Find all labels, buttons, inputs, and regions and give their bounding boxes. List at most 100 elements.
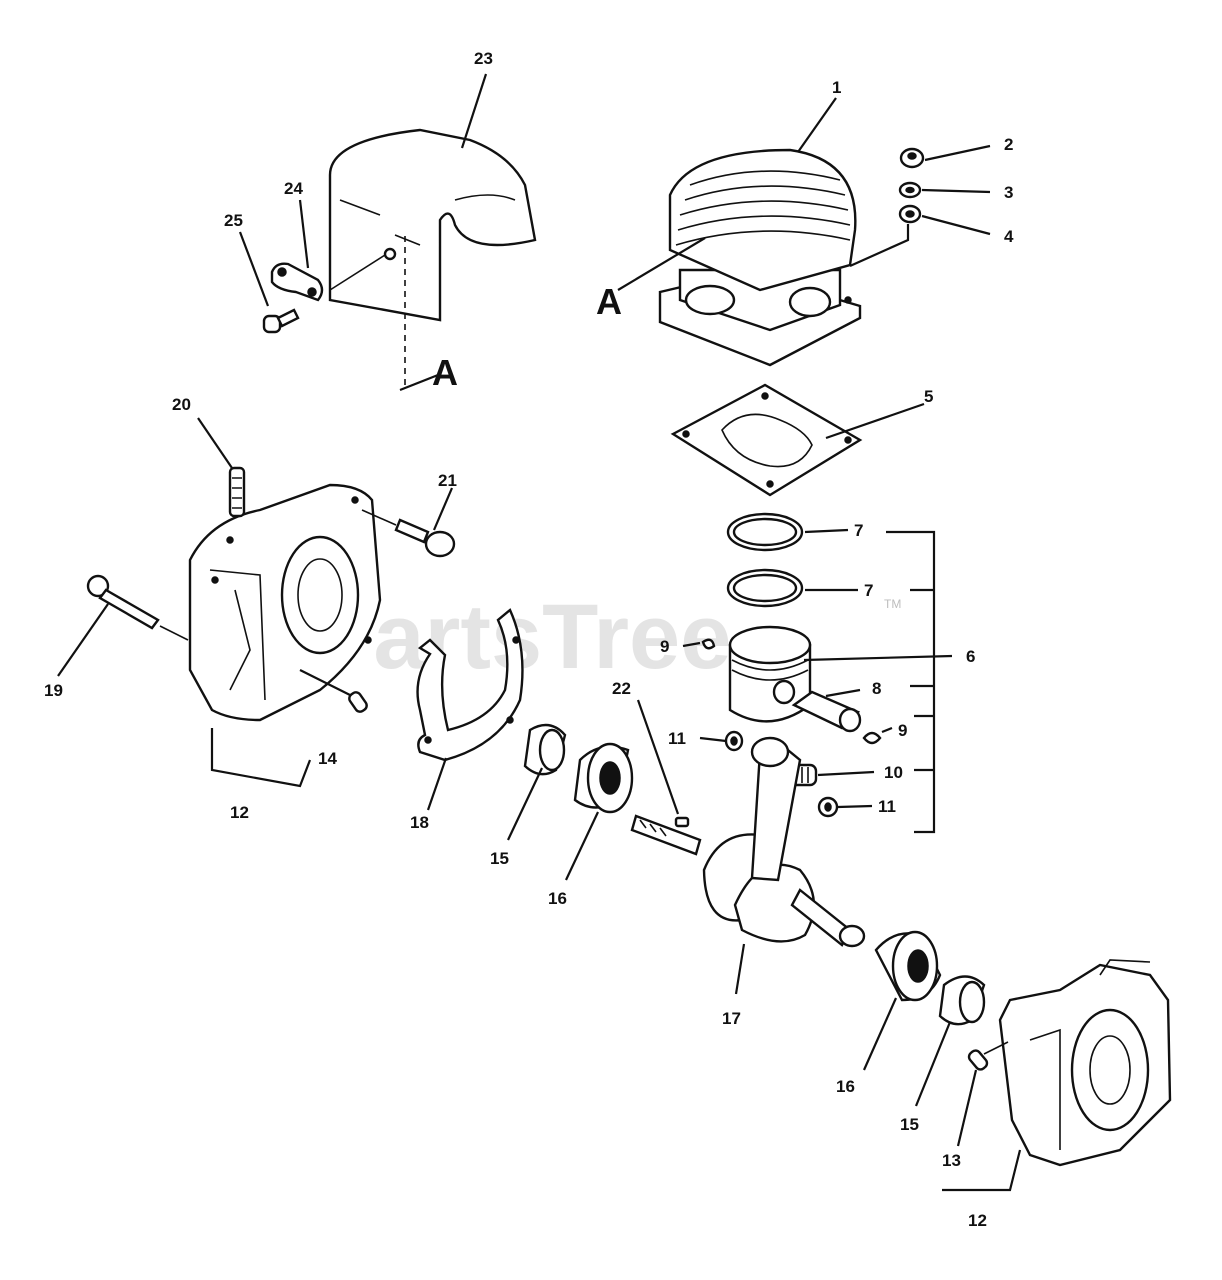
leader-5	[825, 402, 925, 440]
ref-line-a-cylinder	[617, 237, 706, 291]
callout-12-left: 12	[230, 803, 249, 822]
leader-7a	[804, 528, 849, 534]
part-15-seal-left[interactable]	[523, 723, 567, 776]
callout-19: 19	[44, 681, 63, 700]
part-1-cylinder[interactable]	[658, 148, 862, 367]
part-12-crankcase-right[interactable]	[998, 959, 1172, 1167]
bracket-12a	[210, 728, 312, 788]
bracket-12b	[942, 1149, 1022, 1192]
part-15-seal-right[interactable]	[938, 975, 986, 1026]
link-21	[361, 509, 397, 526]
part-8-piston-pin[interactable]	[791, 690, 862, 733]
part-22-key[interactable]	[674, 816, 690, 828]
link-14	[299, 669, 351, 696]
part-9-clip-left[interactable]	[701, 638, 716, 650]
part-4-nut[interactable]	[898, 204, 922, 224]
callout-8: 8	[872, 679, 881, 698]
part-6-piston[interactable]	[728, 625, 812, 723]
part-2-nut[interactable]	[899, 147, 925, 169]
leader-4	[921, 214, 991, 236]
watermark-tm: TM	[884, 597, 901, 611]
leader-1	[797, 97, 837, 153]
leader-23	[460, 73, 488, 149]
leader-25	[238, 231, 270, 307]
part-23-cover[interactable]	[328, 128, 537, 322]
leader-22	[636, 699, 680, 815]
leader-16a	[565, 811, 599, 881]
callout-1: 1	[832, 78, 841, 97]
part-25-screw[interactable]	[262, 308, 300, 334]
leader-9a	[682, 641, 701, 648]
part-7-ring-lower[interactable]	[726, 568, 804, 608]
part-16-bearing-right[interactable]	[874, 930, 942, 1002]
leader-17	[734, 943, 746, 995]
callout-9-left: 9	[660, 637, 669, 656]
leader-10	[817, 770, 875, 777]
part-16-bearing-left[interactable]	[573, 742, 634, 814]
callout-2: 2	[1004, 135, 1013, 154]
callout-7-upper: 7	[854, 521, 863, 540]
leader-8	[825, 688, 861, 698]
leader-24	[298, 199, 310, 269]
leader-19	[57, 603, 109, 677]
callout-21: 21	[438, 471, 457, 490]
leader-24-link	[329, 254, 386, 291]
ref-marker-a-left: A	[432, 352, 458, 393]
callout-16-left: 16	[548, 889, 567, 908]
part-11-washer-lower[interactable]	[817, 796, 839, 818]
leader-13	[956, 1069, 978, 1147]
part-20-stud[interactable]	[228, 466, 246, 518]
link-4-cylinder	[849, 224, 910, 268]
callout-14: 14	[318, 749, 337, 768]
part-9-clip-right[interactable]	[862, 731, 882, 745]
part-11-washer-upper[interactable]	[724, 730, 744, 752]
leader-16b	[862, 997, 898, 1071]
leader-6	[803, 654, 953, 662]
part-13-pin[interactable]	[967, 1048, 989, 1071]
callout-11-lower: 11	[878, 797, 896, 816]
leader-15b	[914, 1021, 952, 1107]
ref-marker-a-cylinder: A	[596, 281, 622, 322]
kit-bracket-7-11	[886, 530, 936, 834]
leader-21	[432, 487, 454, 531]
callout-11-upper: 11	[668, 729, 686, 748]
part-12-crankcase-left[interactable]	[188, 483, 382, 722]
callout-25: 25	[224, 211, 243, 230]
callout-17: 17	[722, 1009, 741, 1028]
part-18-gasket[interactable]	[416, 608, 524, 762]
ref-hook-a-left	[399, 373, 439, 392]
callout-20: 20	[172, 395, 191, 414]
part-21-bolt[interactable]	[394, 518, 456, 558]
callout-7-lower: 7	[864, 581, 873, 600]
link-19	[159, 625, 189, 641]
callout-15-left: 15	[490, 849, 509, 868]
part-17-crankshaft[interactable]	[630, 736, 866, 948]
callout-24: 24	[284, 179, 303, 198]
part-24-nut	[383, 247, 397, 261]
leader-18	[426, 757, 448, 811]
callout-16-right: 16	[836, 1077, 855, 1096]
callout-3: 3	[1004, 183, 1013, 202]
leader-15a	[507, 767, 543, 841]
callout-9-right: 9	[898, 721, 907, 740]
callout-18: 18	[410, 813, 429, 832]
callout-4: 4	[1004, 227, 1014, 246]
part-24-bracket[interactable]	[270, 262, 324, 302]
callout-23: 23	[474, 49, 493, 68]
callout-22: 22	[612, 679, 631, 698]
link-13	[983, 1041, 1009, 1055]
part-3-washer[interactable]	[898, 181, 922, 199]
leader-11b	[837, 804, 873, 809]
part-14-pin[interactable]	[347, 690, 368, 713]
callout-5: 5	[924, 387, 933, 406]
callout-13: 13	[942, 1151, 961, 1170]
part-7-ring-upper[interactable]	[726, 512, 804, 552]
callout-6: 6	[966, 647, 975, 666]
leader-3	[921, 188, 991, 194]
callout-10: 10	[884, 763, 903, 782]
part-5-gasket[interactable]	[670, 383, 863, 497]
leader-9b	[881, 726, 893, 734]
part-19-bolt[interactable]	[86, 574, 160, 630]
callout-12-right: 12	[968, 1211, 987, 1230]
